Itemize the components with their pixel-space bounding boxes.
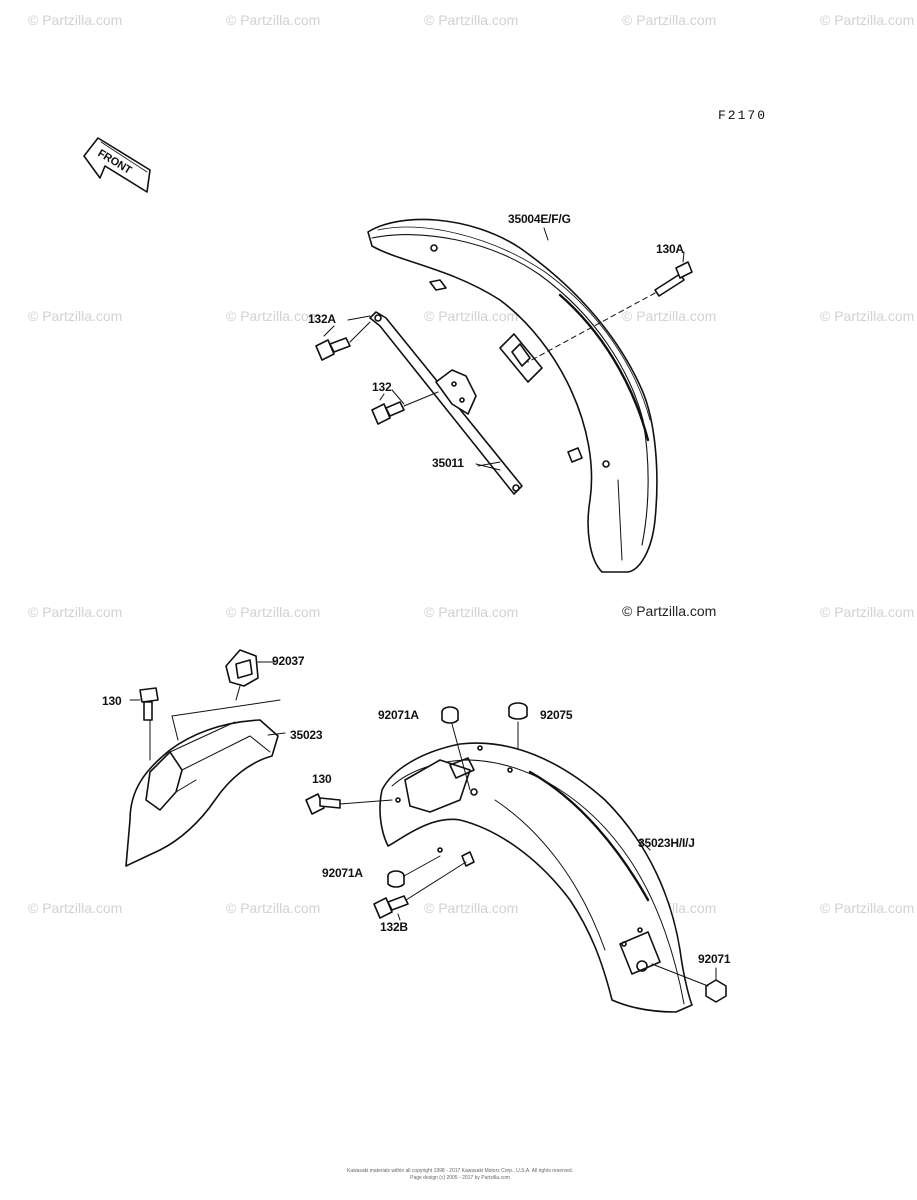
rear-fender-35023hij (379, 742, 693, 1013)
callout-130a[interactable]: 130A (656, 242, 684, 256)
watermark: © Partzilla.com (226, 604, 321, 620)
watermark: © Partzilla.com (28, 604, 123, 620)
watermark: © Partzilla.com (820, 12, 915, 28)
bolt-130-upper-icon (129, 687, 159, 721)
watermark: © Partzilla.com (424, 900, 519, 916)
callout-92071a-upper[interactable]: 92071A (378, 708, 419, 722)
leader-lines (257, 227, 651, 851)
bolt-130a-icon (527, 251, 693, 363)
grommet-92071a-upper-icon (441, 706, 471, 791)
bolt-132a-icon (315, 321, 371, 361)
watermark: © Partzilla.com (424, 308, 519, 324)
nut-92071-icon (651, 963, 727, 1003)
watermark: © Partzilla.com (28, 900, 123, 916)
bolt-130-lower-icon (305, 793, 393, 815)
watermark: © Partzilla.com (424, 604, 519, 620)
callout-132b[interactable]: 132B (380, 920, 408, 934)
watermark: © Partzilla.com (424, 12, 519, 28)
watermark: © Partzilla.com (820, 900, 915, 916)
callout-132[interactable]: 132 (372, 380, 392, 394)
watermark: © Partzilla.com (28, 308, 123, 324)
bolt-132b-icon (373, 861, 467, 921)
callout-130-lower[interactable]: 130 (312, 772, 332, 786)
bolt-132-icon (371, 391, 439, 425)
grommet-92071a-lower-icon (387, 855, 441, 888)
fender-stay-35011 (369, 311, 523, 495)
watermark: © Partzilla.com (622, 308, 717, 324)
clip-92037-icon (225, 649, 271, 701)
callout-35004efg[interactable]: 35004E/F/G (508, 212, 571, 226)
fender-35023 (125, 699, 286, 867)
callout-92071[interactable]: 92071 (698, 952, 731, 966)
callout-35011[interactable]: 35011 (432, 456, 464, 470)
watermark: © Partzilla.com (226, 308, 321, 324)
callout-35023hij[interactable]: 35023H/I/J (638, 836, 695, 850)
callout-92037[interactable]: 92037 (272, 654, 305, 668)
watermark: © Partzilla.com (820, 604, 915, 620)
grommet-92075-icon (508, 702, 528, 749)
callout-35023[interactable]: 35023 (290, 728, 323, 742)
watermark: © Partzilla.com (226, 12, 321, 28)
watermark: © Partzilla.com (226, 900, 321, 916)
footer-line-1: Kawasaki materials within all copyright … (346, 1168, 574, 1174)
callout-92075[interactable]: 92075 (540, 708, 573, 722)
watermark: © Partzilla.com (28, 12, 123, 28)
watermark: © Partzilla.com (622, 12, 717, 28)
callout-130-upper[interactable]: 130 (102, 694, 122, 708)
copyright-mark: © Partzilla.com (622, 603, 717, 619)
footer-line-2: Page design (c) 2005 - 2017 by Partzilla… (410, 1175, 510, 1181)
callout-132a[interactable]: 132A (308, 312, 336, 326)
front-arrow-icon (83, 137, 151, 193)
callout-92071a-lower[interactable]: 92071A (322, 866, 363, 880)
figure-code: F2170 (718, 108, 768, 123)
front-fender-35004efg (367, 218, 658, 573)
watermark: © Partzilla.com (820, 308, 915, 324)
